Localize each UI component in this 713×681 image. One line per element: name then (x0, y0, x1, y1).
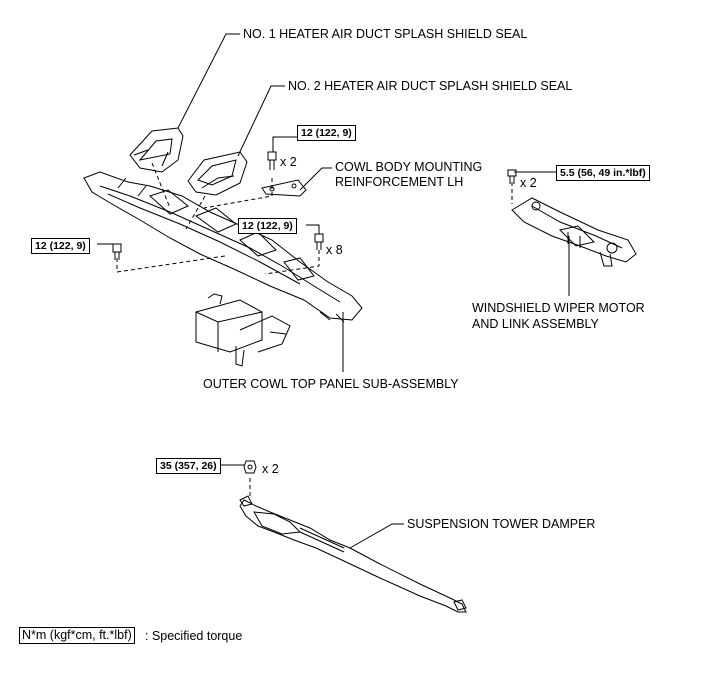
connector-reinf-torque (272, 136, 297, 152)
seal2-label: NO. 2 HEATER AIR DUCT SPLASH SHIELD SEAL (288, 79, 573, 93)
seal2-part (187, 151, 248, 196)
reinf-bolt-torque: 12 (122, 9) (297, 125, 356, 141)
leader-seal1 (177, 33, 240, 129)
leader-reinf (299, 167, 332, 191)
cowl-reinforcement-label-line2: REINFORCEMENT LH (335, 175, 464, 189)
mid-panel-bolt-torque: 12 (122, 9) (238, 218, 297, 234)
cowl-reinforcement-label-line1: COWL BODY MOUNTING (335, 160, 483, 174)
wiper-assembly-part (511, 197, 637, 267)
reinf-bolt-qty: x 2 (280, 155, 297, 169)
damper-nut-torque: 35 (357, 26) (156, 458, 221, 474)
wiper-bolt-qty: x 2 (520, 176, 537, 190)
cowl-panel-part (83, 171, 363, 323)
damper-nut (243, 460, 257, 474)
damper-part (239, 495, 467, 613)
seal1-part (129, 127, 184, 173)
wiper-bolt (507, 169, 517, 184)
leader-damper (349, 523, 404, 549)
wiper-label-line2: AND LINK ASSEMBLY (472, 317, 599, 331)
wiper-label-line1: WINDSHIELD WIPER MOTOR (472, 301, 645, 315)
cowl-reinforcement-part (261, 179, 307, 197)
damper-nut-qty: x 2 (262, 462, 279, 476)
mid-panel-bolt-qty: x 8 (326, 243, 343, 257)
wiper-bolt-torque: 5.5 (56, 49 in.*lbf) (556, 165, 650, 181)
washer-tank-part (195, 293, 291, 367)
torque-legend-description: : Specified torque (145, 629, 243, 643)
leader-seal2 (237, 85, 285, 157)
connector-mid-torque (306, 224, 320, 234)
torque-unit-legend-box: N*m (kgf*cm, ft.*lbf) (19, 627, 135, 644)
reinf-bolt (267, 151, 277, 170)
damper-label: SUSPENSION TOWER DAMPER (407, 517, 596, 531)
cowl-panel-label: OUTER COWL TOP PANEL SUB-ASSEMBLY (203, 377, 459, 391)
mid-panel-bolt (314, 233, 324, 250)
alignment-lines (116, 162, 513, 496)
left-panel-bolt (112, 243, 122, 260)
seal1-label: NO. 1 HEATER AIR DUCT SPLASH SHIELD SEAL (243, 27, 528, 41)
left-panel-bolt-torque: 12 (122, 9) (31, 238, 90, 254)
